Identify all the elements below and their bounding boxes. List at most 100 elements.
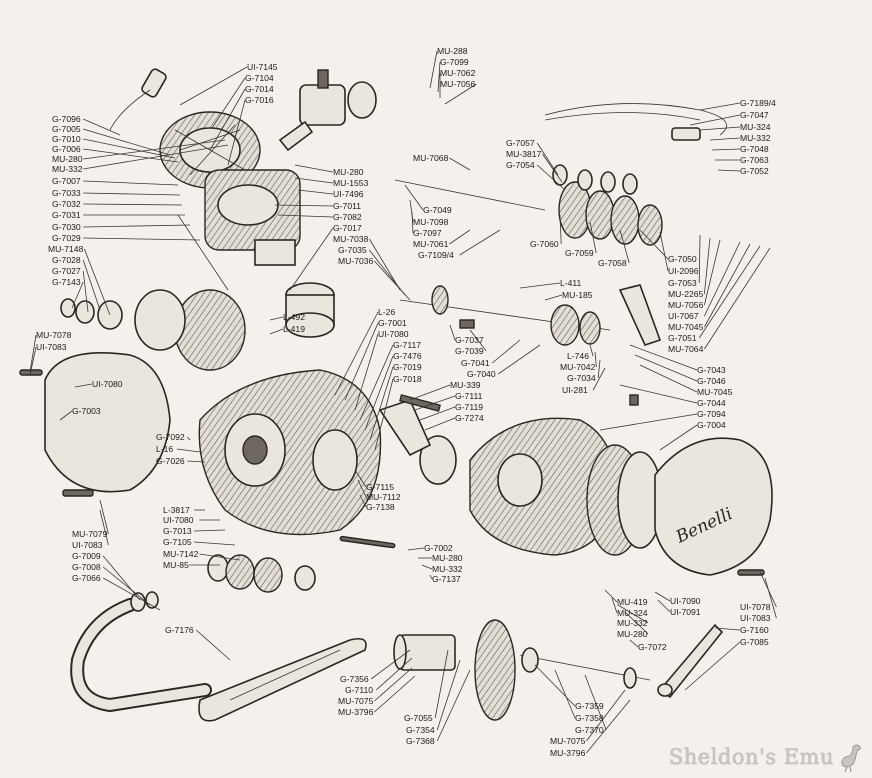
part-label-g-7028: G-7028	[52, 255, 81, 265]
leader-line	[187, 460, 206, 463]
part-label-ui-7496: UI-7496	[333, 189, 364, 199]
part-label-l-16: L-16	[156, 444, 173, 454]
part-label-g-7046: G-7046	[697, 376, 726, 386]
leader-line	[704, 241, 741, 317]
gear-change-shaft	[519, 647, 651, 689]
part-label-g-7001: G-7001	[378, 318, 407, 328]
part-label-g-7009: G-7009	[72, 551, 101, 561]
silencer	[198, 637, 367, 722]
leader-line	[624, 611, 649, 635]
part-label-mu-7068: MU-7068	[413, 153, 449, 163]
part-label-g-7007: G-7007	[52, 176, 81, 186]
leader-line	[497, 344, 541, 375]
leader-line	[459, 229, 501, 256]
leader-line	[82, 270, 89, 313]
leader-line	[83, 138, 176, 159]
leader-line	[684, 641, 741, 691]
part-number-labels: UI-7145G-7104G-7014G-7016G-7096G-7005G-7…	[36, 46, 776, 758]
leader-line	[536, 164, 566, 191]
crankshaft	[312, 399, 457, 491]
leader-line	[689, 114, 741, 126]
part-label-g-7274: G-7274	[455, 413, 484, 423]
watermark: Sheldon's Emu	[669, 742, 864, 772]
part-label-g-7176: G-7176	[165, 625, 194, 635]
part-label-g-7047: G-7047	[740, 110, 769, 120]
leader-line	[83, 237, 201, 241]
leader-line	[586, 689, 626, 742]
part-label-g-7060: G-7060	[530, 239, 559, 249]
leader-line	[617, 604, 649, 624]
crankcase-left-half	[198, 369, 382, 536]
part-label-ui-7078: UI-7078	[740, 602, 771, 612]
washers-row	[552, 164, 638, 195]
leader-line	[589, 344, 594, 357]
part-label-g-7072: G-7072	[638, 642, 667, 652]
part-label-mu-7079: MU-7079	[72, 529, 108, 539]
part-label-g-7476: G-7476	[393, 351, 422, 361]
leader-line	[374, 675, 416, 713]
leader-line	[277, 214, 334, 218]
part-label-mu-332: MU-332	[617, 618, 648, 628]
part-label-g-7029: G-7029	[52, 233, 81, 243]
leader-line	[711, 148, 741, 151]
part-label-mu-280: MU-280	[52, 154, 83, 164]
leader-line	[211, 77, 246, 129]
leader-line	[83, 224, 191, 228]
leader-line	[424, 417, 456, 431]
part-label-g-7041: G-7041	[461, 358, 490, 368]
part-label-l-492: L-492	[283, 312, 305, 322]
leader-line	[82, 259, 101, 311]
leader-line	[594, 351, 597, 368]
part-label-ui-7083: UI-7083	[36, 342, 67, 352]
leader-line	[194, 529, 226, 532]
leader-line	[469, 329, 487, 352]
part-label-l-411: L-411	[560, 278, 582, 288]
part-label-g-7057: G-7057	[506, 138, 535, 148]
leader-line	[269, 328, 284, 335]
part-label-g-7110: G-7110	[345, 685, 373, 695]
leader-line	[639, 229, 669, 260]
leader-line	[597, 359, 601, 379]
part-label-g-7096: G-7096	[52, 114, 81, 124]
part-label-mu-7148: MU-7148	[48, 244, 84, 254]
part-label-g-7359: G-7359	[575, 701, 604, 711]
part-label-g-7059: G-7059	[565, 248, 594, 258]
leader-line	[444, 83, 477, 105]
part-label-mu-324: MU-324	[617, 608, 648, 618]
part-label-g-7008: G-7008	[72, 562, 101, 572]
part-label-g-7006: G-7006	[52, 144, 81, 154]
leader-line	[74, 383, 93, 388]
leader-line	[559, 214, 562, 245]
leader-line	[407, 547, 425, 551]
part-label-ui-281: UI-281	[562, 385, 588, 395]
leader-line	[102, 566, 151, 606]
leader-line	[354, 333, 379, 411]
part-label-g-7013: G-7013	[163, 526, 192, 536]
part-label-g-7137: G-7137	[432, 574, 461, 584]
part-label-g-7099: G-7099	[440, 57, 469, 67]
watermark-text: Sheldon's Emu	[668, 745, 834, 769]
part-label-g-7039: G-7039	[455, 346, 484, 356]
leader-line	[414, 395, 456, 411]
leader-line	[717, 169, 741, 172]
leader-line	[83, 203, 183, 206]
leader-line	[544, 294, 563, 301]
leader-line	[176, 448, 201, 453]
part-label-mu-85: MU-85	[163, 560, 189, 570]
leader-line	[194, 541, 236, 546]
emu-icon	[841, 744, 861, 772]
leader-line	[534, 664, 576, 707]
part-label-mu-339: MU-339	[450, 380, 481, 390]
part-label-ui-7090: UI-7090	[670, 596, 701, 606]
part-label-g-7097: G-7097	[413, 228, 442, 238]
leader-line	[704, 247, 771, 350]
leader-line	[375, 657, 413, 691]
part-label-g-7035: G-7035	[338, 245, 367, 255]
leader-line	[714, 627, 741, 631]
part-label-g-7138: G-7138	[366, 502, 395, 512]
part-label-mu-3796: MU-3796	[338, 707, 374, 717]
part-label-g-7027: G-7027	[52, 266, 81, 276]
spark-plug-cap	[109, 68, 167, 131]
leader-line	[374, 378, 394, 451]
